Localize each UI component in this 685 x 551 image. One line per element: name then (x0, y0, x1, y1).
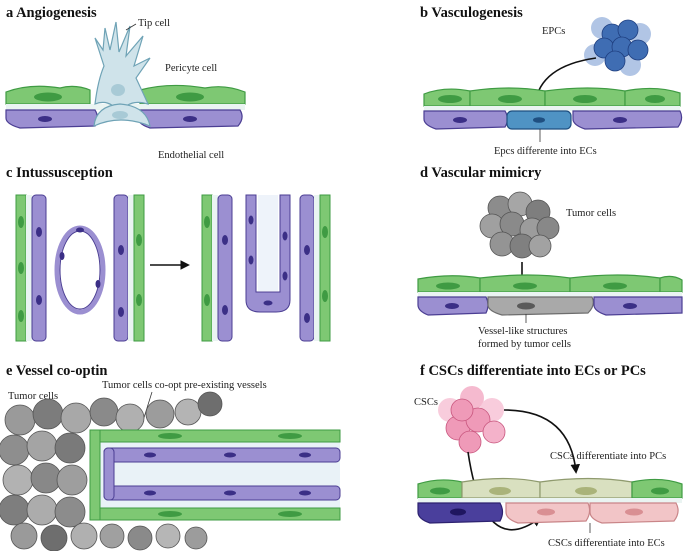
into-pcs-label: CSCs differentiate into PCs (550, 451, 666, 462)
tumor-cells-label-e: Tumor cells (8, 391, 58, 402)
vessel-like-label-2: formed by tumor cells (478, 339, 571, 350)
panel-a-title: a Angiogenesis (6, 5, 97, 21)
endothelial-cell-label: Endothelial cell (158, 150, 224, 161)
tumor-cells-label-d: Tumor cells (566, 208, 616, 219)
csc-cluster (438, 386, 506, 454)
panel-a-angiogenesis: a Angiogenesis Tip cell Pericyte cell En… (5, 5, 246, 161)
panel-c-title: c Intussusception (6, 165, 113, 181)
pericyte-layer-d (417, 274, 683, 297)
panel-e-title: e Vessel co-optin (6, 363, 108, 379)
endothelial-layer-a (5, 109, 243, 129)
endothelial-layer-f (417, 502, 679, 524)
intussusception-before (15, 194, 145, 342)
panel-f-cscs: f CSCs differentiate into ECs or PCs CSC… (414, 363, 683, 549)
pericyte-layer-f (417, 477, 683, 503)
into-ecs-label: CSCs differentiate into ECs (548, 538, 665, 549)
tumor-vessel-cell (487, 296, 594, 316)
cscs-label: CSCs (414, 397, 438, 408)
panel-b-vasculogenesis: b Vasculogenesis EPCs (420, 5, 683, 157)
epc-cluster (584, 17, 651, 76)
panel-e-vessel-cooption: e Vessel co-optin Tumor cells Tumor cell… (0, 363, 341, 551)
vessel-like-label-1: Vessel-like structures (478, 326, 568, 337)
pericyte-layer-b (423, 87, 681, 111)
panel-d-vascular-mimicry: d Vascular mimicry Tumor cells (417, 165, 683, 350)
panel-b-title: b Vasculogenesis (420, 5, 523, 21)
intussusception-after (201, 194, 331, 342)
coopt-label: Tumor cells co-opt pre-existing vessels (102, 380, 267, 391)
coopted-vessel (89, 429, 341, 521)
epcs-label: EPCs (542, 26, 565, 37)
epc-differentiate-label: Epcs differente into ECs (494, 146, 597, 157)
tip-cell-label: Tip cell (138, 18, 170, 29)
tumor-cell-cluster-d (479, 191, 560, 259)
endothelial-layer-d (417, 296, 683, 316)
panel-c-intussusception: c Intussusception (6, 165, 331, 342)
panel-d-title: d Vascular mimicry (420, 165, 542, 181)
panel-f-title: f CSCs differentiate into ECs or PCs (420, 363, 646, 379)
pericyte-cell-label: Pericyte cell (165, 63, 217, 74)
endothelial-layer-b (423, 110, 683, 130)
tip-cell (93, 21, 151, 127)
tumor-mass-e (0, 391, 223, 551)
